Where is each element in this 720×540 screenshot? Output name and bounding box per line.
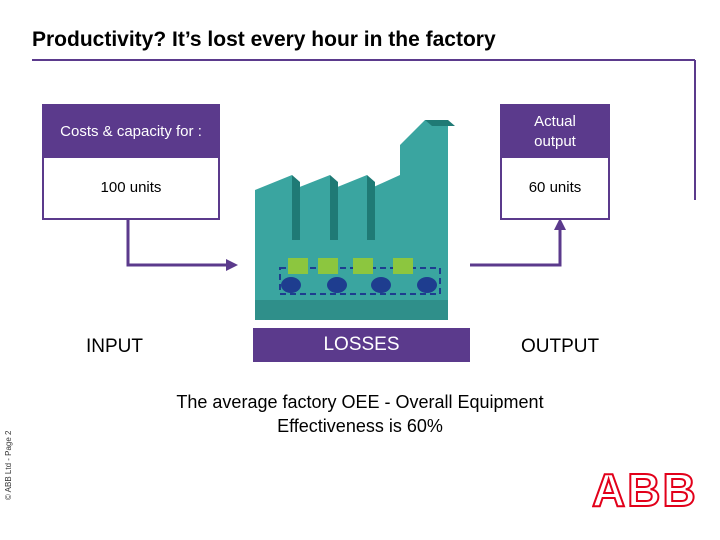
losses-label: LOSSES [253,328,470,362]
factory-illustration [255,120,455,320]
abb-logo: ABB [592,466,704,514]
input-flow-line [128,220,228,265]
input-box-header: Costs & capacity for : [44,106,218,158]
factory-body [255,175,400,320]
roller-4 [417,277,437,293]
output-box-value: 60 units [502,156,608,218]
input-cost-box: Costs & capacity for : 100 units [42,104,220,220]
oee-note: The average factory OEE - Overall Equipm… [170,390,550,438]
input-box-value: 100 units [44,156,218,218]
roller-2 [327,277,347,293]
product-2 [318,258,338,274]
product-1 [288,258,308,274]
input-label: INPUT [86,336,143,358]
output-label: OUTPUT [521,336,599,358]
logo-lettering: ABB [592,466,698,514]
roller-3 [371,277,391,293]
output-box-header: Actual output [502,106,608,158]
page-title: Productivity? It’s lost every hour in th… [32,28,496,52]
product-3 [353,258,373,274]
roller-1 [281,277,301,293]
product-4 [393,258,413,274]
output-box: Actual output 60 units [500,104,610,220]
input-arrowhead [226,259,238,271]
copyright-notice: © ABB Ltd - Page 2 [4,431,13,501]
output-flow-line [470,228,560,265]
